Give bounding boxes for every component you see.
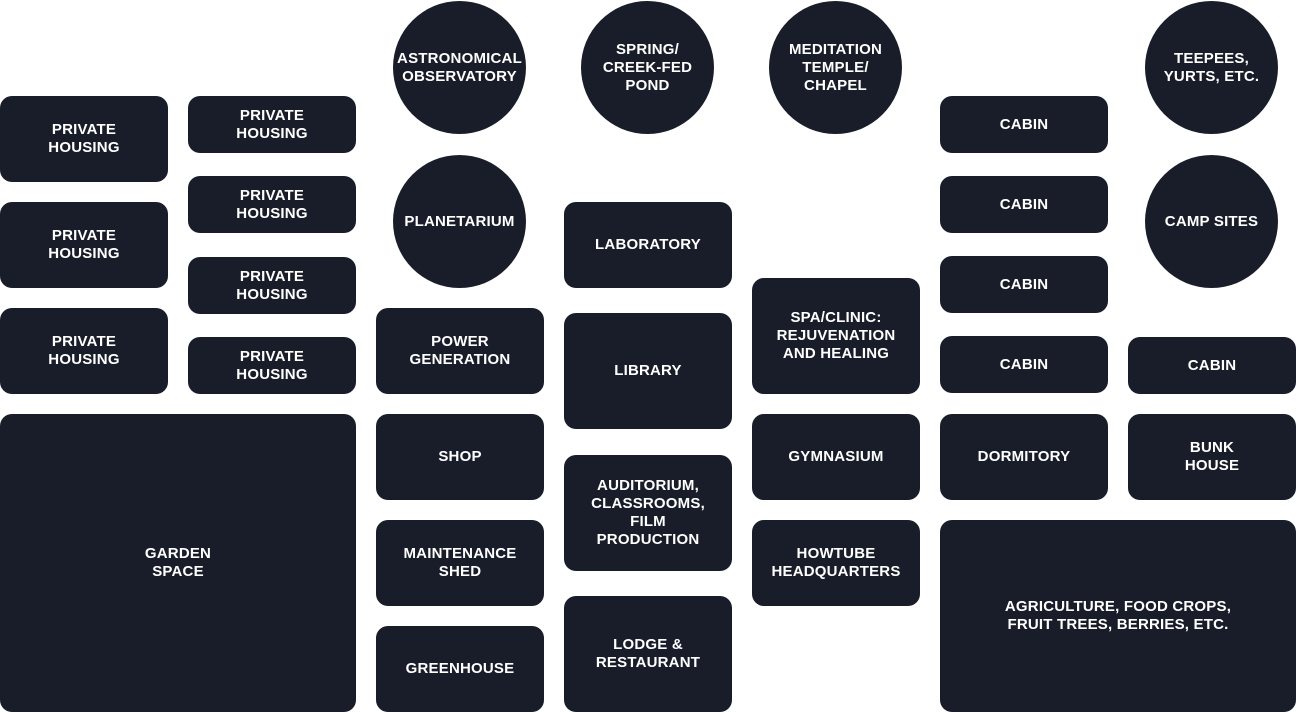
greenhouse-block: GREENHOUSE xyxy=(376,626,544,712)
cabin-block: CABIN xyxy=(940,176,1108,233)
shop-block: SHOP xyxy=(376,414,544,500)
private-housing-block: PRIVATE HOUSING xyxy=(0,202,168,288)
meditation-temple-circle: MEDITATION TEMPLE/ CHAPEL xyxy=(769,1,902,134)
library-block: LIBRARY xyxy=(564,313,732,429)
cabin-block: CABIN xyxy=(940,96,1108,153)
private-housing-block: PRIVATE HOUSING xyxy=(188,257,356,314)
agriculture-block: AGRICULTURE, FOOD CROPS, FRUIT TREES, BE… xyxy=(940,520,1296,712)
private-housing-block: PRIVATE HOUSING xyxy=(188,337,356,394)
cabin-block: CABIN xyxy=(1128,337,1296,394)
power-generation-block: POWER GENERATION xyxy=(376,308,544,394)
camp-sites-circle: CAMP SITES xyxy=(1145,155,1278,288)
private-housing-block: PRIVATE HOUSING xyxy=(188,96,356,153)
planetarium-circle: PLANETARIUM xyxy=(393,155,526,288)
lodge-restaurant-block: LODGE & RESTAURANT xyxy=(564,596,732,712)
private-housing-block: PRIVATE HOUSING xyxy=(188,176,356,233)
cabin-block: CABIN xyxy=(940,336,1108,393)
dormitory-block: DORMITORY xyxy=(940,414,1108,500)
spring-pond-circle: SPRING/ CREEK-FED POND xyxy=(581,1,714,134)
auditorium-block: AUDITORIUM, CLASSROOMS, FILM PRODUCTION xyxy=(564,455,732,571)
private-housing-block: PRIVATE HOUSING xyxy=(0,96,168,182)
astronomical-observatory-circle: ASTRONOMICAL OBSERVATORY xyxy=(393,1,526,134)
laboratory-block: LABORATORY xyxy=(564,202,732,288)
private-housing-block: PRIVATE HOUSING xyxy=(0,308,168,394)
teepees-yurts-circle: TEEPEES, YURTS, ETC. xyxy=(1145,1,1278,134)
gymnasium-block: GYMNASIUM xyxy=(752,414,920,500)
spa-clinic-block: SPA/CLINIC: REJUVENATION AND HEALING xyxy=(752,278,920,394)
bunk-house-block: BUNK HOUSE xyxy=(1128,414,1296,500)
maintenance-shed-block: MAINTENANCE SHED xyxy=(376,520,544,606)
cabin-block: CABIN xyxy=(940,256,1108,313)
garden-space-block: GARDEN SPACE xyxy=(0,414,356,712)
howtube-headquarters-block: HOWTUBE HEADQUARTERS xyxy=(752,520,920,606)
